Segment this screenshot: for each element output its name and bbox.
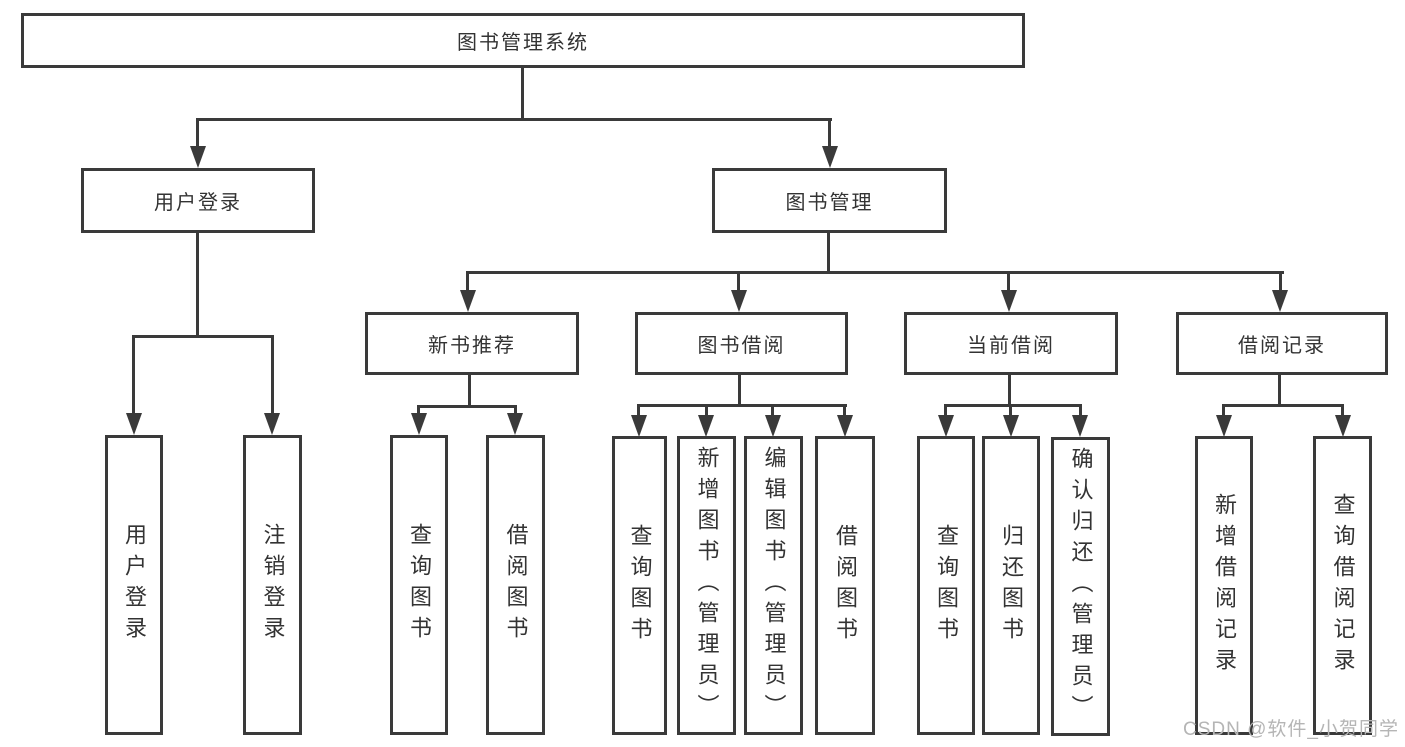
arrowhead-down-icon xyxy=(411,413,427,435)
connector-line xyxy=(514,405,517,419)
csdn-watermark: CSDN @软件_小贺同学 xyxy=(1183,719,1399,740)
leaf-logout: 注销登录 xyxy=(243,435,302,735)
connector-line xyxy=(417,405,420,419)
arrowhead-down-icon xyxy=(1072,415,1088,437)
connector-line xyxy=(196,118,832,121)
leaf-borrow-books-recommend: 借阅图书 xyxy=(486,435,545,735)
leaf-label: 查询借阅记录 xyxy=(1330,492,1356,679)
node-new-book-recommendation: 新书推荐 xyxy=(365,312,579,375)
connector-line xyxy=(1341,404,1344,420)
connector-line xyxy=(417,405,517,408)
leaf-query-books-current: 查询图书 xyxy=(917,436,975,735)
node-library-system: 图书管理系统 xyxy=(21,13,1025,68)
connector-line xyxy=(637,404,847,407)
leaf-label: 归还图书 xyxy=(999,523,1024,648)
node-current-borrowing: 当前借阅 xyxy=(904,312,1118,375)
connector-line xyxy=(132,335,274,338)
connector-line xyxy=(705,404,708,420)
arrowhead-down-icon xyxy=(1003,415,1019,437)
arrowhead-down-icon xyxy=(731,290,747,312)
leaf-label: 借阅图书 xyxy=(503,523,529,647)
leaf-label: 用户登录 xyxy=(122,523,147,647)
leaf-query-borrow-record: 查询借阅记录 xyxy=(1313,436,1372,735)
leaf-label: 查询图书 xyxy=(934,523,959,648)
arrowhead-down-icon xyxy=(1272,290,1288,312)
arrowhead-down-icon xyxy=(126,413,142,435)
leaf-return-books: 归还图书 xyxy=(982,436,1040,735)
arrowhead-down-icon xyxy=(631,415,647,437)
connector-line xyxy=(1222,404,1225,420)
arrowhead-down-icon xyxy=(507,413,523,435)
connector-line xyxy=(944,404,1082,407)
node-book-borrowing: 图书借阅 xyxy=(635,312,848,375)
connector-line xyxy=(1009,404,1012,420)
connector-line xyxy=(132,335,135,417)
connector-line xyxy=(637,404,640,420)
connector-line xyxy=(843,404,846,420)
connector-line xyxy=(466,271,469,294)
arrowhead-down-icon xyxy=(822,146,838,168)
node-borrowing-records: 借阅记录 xyxy=(1176,312,1388,375)
leaf-label: 借阅图书 xyxy=(833,523,858,648)
leaf-borrow-books: 借阅图书 xyxy=(815,436,875,735)
node-user-login: 用户登录 xyxy=(81,168,315,233)
arrowhead-down-icon xyxy=(765,415,781,437)
leaf-query-books-recommend: 查询图书 xyxy=(390,435,448,735)
connector-line xyxy=(1222,404,1344,407)
leaf-label: 查询图书 xyxy=(407,523,432,647)
leaf-label: 查询图书 xyxy=(627,523,653,648)
node-book-management: 图书管理 xyxy=(712,168,947,233)
arrowhead-down-icon xyxy=(938,415,954,437)
leaf-label: 确认归还（管理员） xyxy=(1068,447,1094,726)
arrowhead-down-icon xyxy=(837,415,853,437)
connector-line xyxy=(771,404,774,420)
leaf-label: 注销登录 xyxy=(260,523,286,647)
connector-line xyxy=(521,68,524,120)
leaf-label: 新增图书（管理员） xyxy=(694,446,720,725)
connector-line xyxy=(828,118,831,152)
connector-line xyxy=(944,404,947,420)
connector-line xyxy=(1279,271,1282,294)
connector-line xyxy=(468,375,471,408)
leaf-query-books-borrow: 查询图书 xyxy=(612,436,667,735)
connector-line xyxy=(1079,404,1082,420)
connector-line xyxy=(737,271,740,294)
arrowhead-down-icon xyxy=(460,290,476,312)
connector-line xyxy=(196,118,199,152)
connector-line xyxy=(466,271,1284,274)
leaf-add-borrow-record: 新增借阅记录 xyxy=(1195,436,1253,735)
leaf-edit-books-admin: 编辑图书（管理员） xyxy=(744,436,803,735)
arrowhead-down-icon xyxy=(1335,415,1351,437)
connector-line xyxy=(738,375,741,407)
arrowhead-down-icon xyxy=(698,415,714,437)
leaf-add-books-admin: 新增图书（管理员） xyxy=(677,436,736,735)
leaf-label: 编辑图书（管理员） xyxy=(761,446,787,725)
connector-line xyxy=(196,233,199,338)
leaf-label: 新增借阅记录 xyxy=(1212,492,1237,679)
leaf-confirm-return-admin: 确认归还（管理员） xyxy=(1051,437,1110,736)
leaf-user-login: 用户登录 xyxy=(105,435,163,735)
arrowhead-down-icon xyxy=(190,146,206,168)
arrowhead-down-icon xyxy=(1001,290,1017,312)
connector-line xyxy=(827,233,830,274)
connector-line xyxy=(1007,271,1010,294)
arrowhead-down-icon xyxy=(1216,415,1232,437)
arrowhead-down-icon xyxy=(264,413,280,435)
connector-line xyxy=(1278,375,1281,407)
connector-line xyxy=(1008,375,1011,407)
connector-line xyxy=(271,335,274,417)
